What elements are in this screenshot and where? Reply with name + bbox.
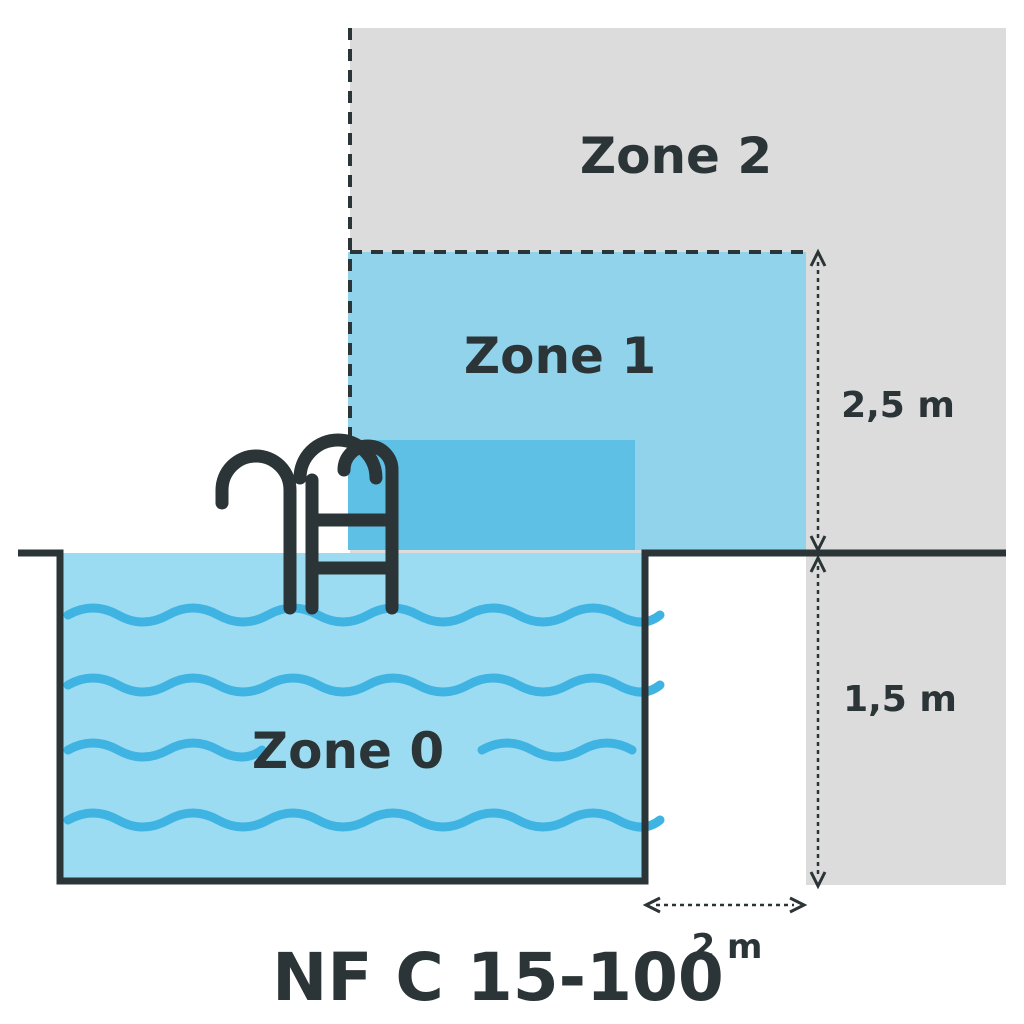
dimension-upper-label: 2,5 m <box>841 385 955 426</box>
pool-water <box>60 553 645 881</box>
water-waves <box>63 603 665 832</box>
ladder-icon <box>215 433 399 615</box>
dimension-horizontal <box>642 896 808 914</box>
dimension-upper <box>809 248 827 554</box>
dimension-lower <box>809 554 827 890</box>
standard-title: NF C 15-100 <box>272 939 724 1016</box>
zone-1-label: Zone 1 <box>464 327 656 385</box>
dimension-horizontal-label: 2 m <box>692 927 763 967</box>
zone-0-label: Zone 0 <box>252 722 444 780</box>
pool-outline <box>18 549 1006 885</box>
dimension-lower-label: 1,5 m <box>843 679 957 720</box>
zone-2-label: Zone 2 <box>580 127 772 185</box>
